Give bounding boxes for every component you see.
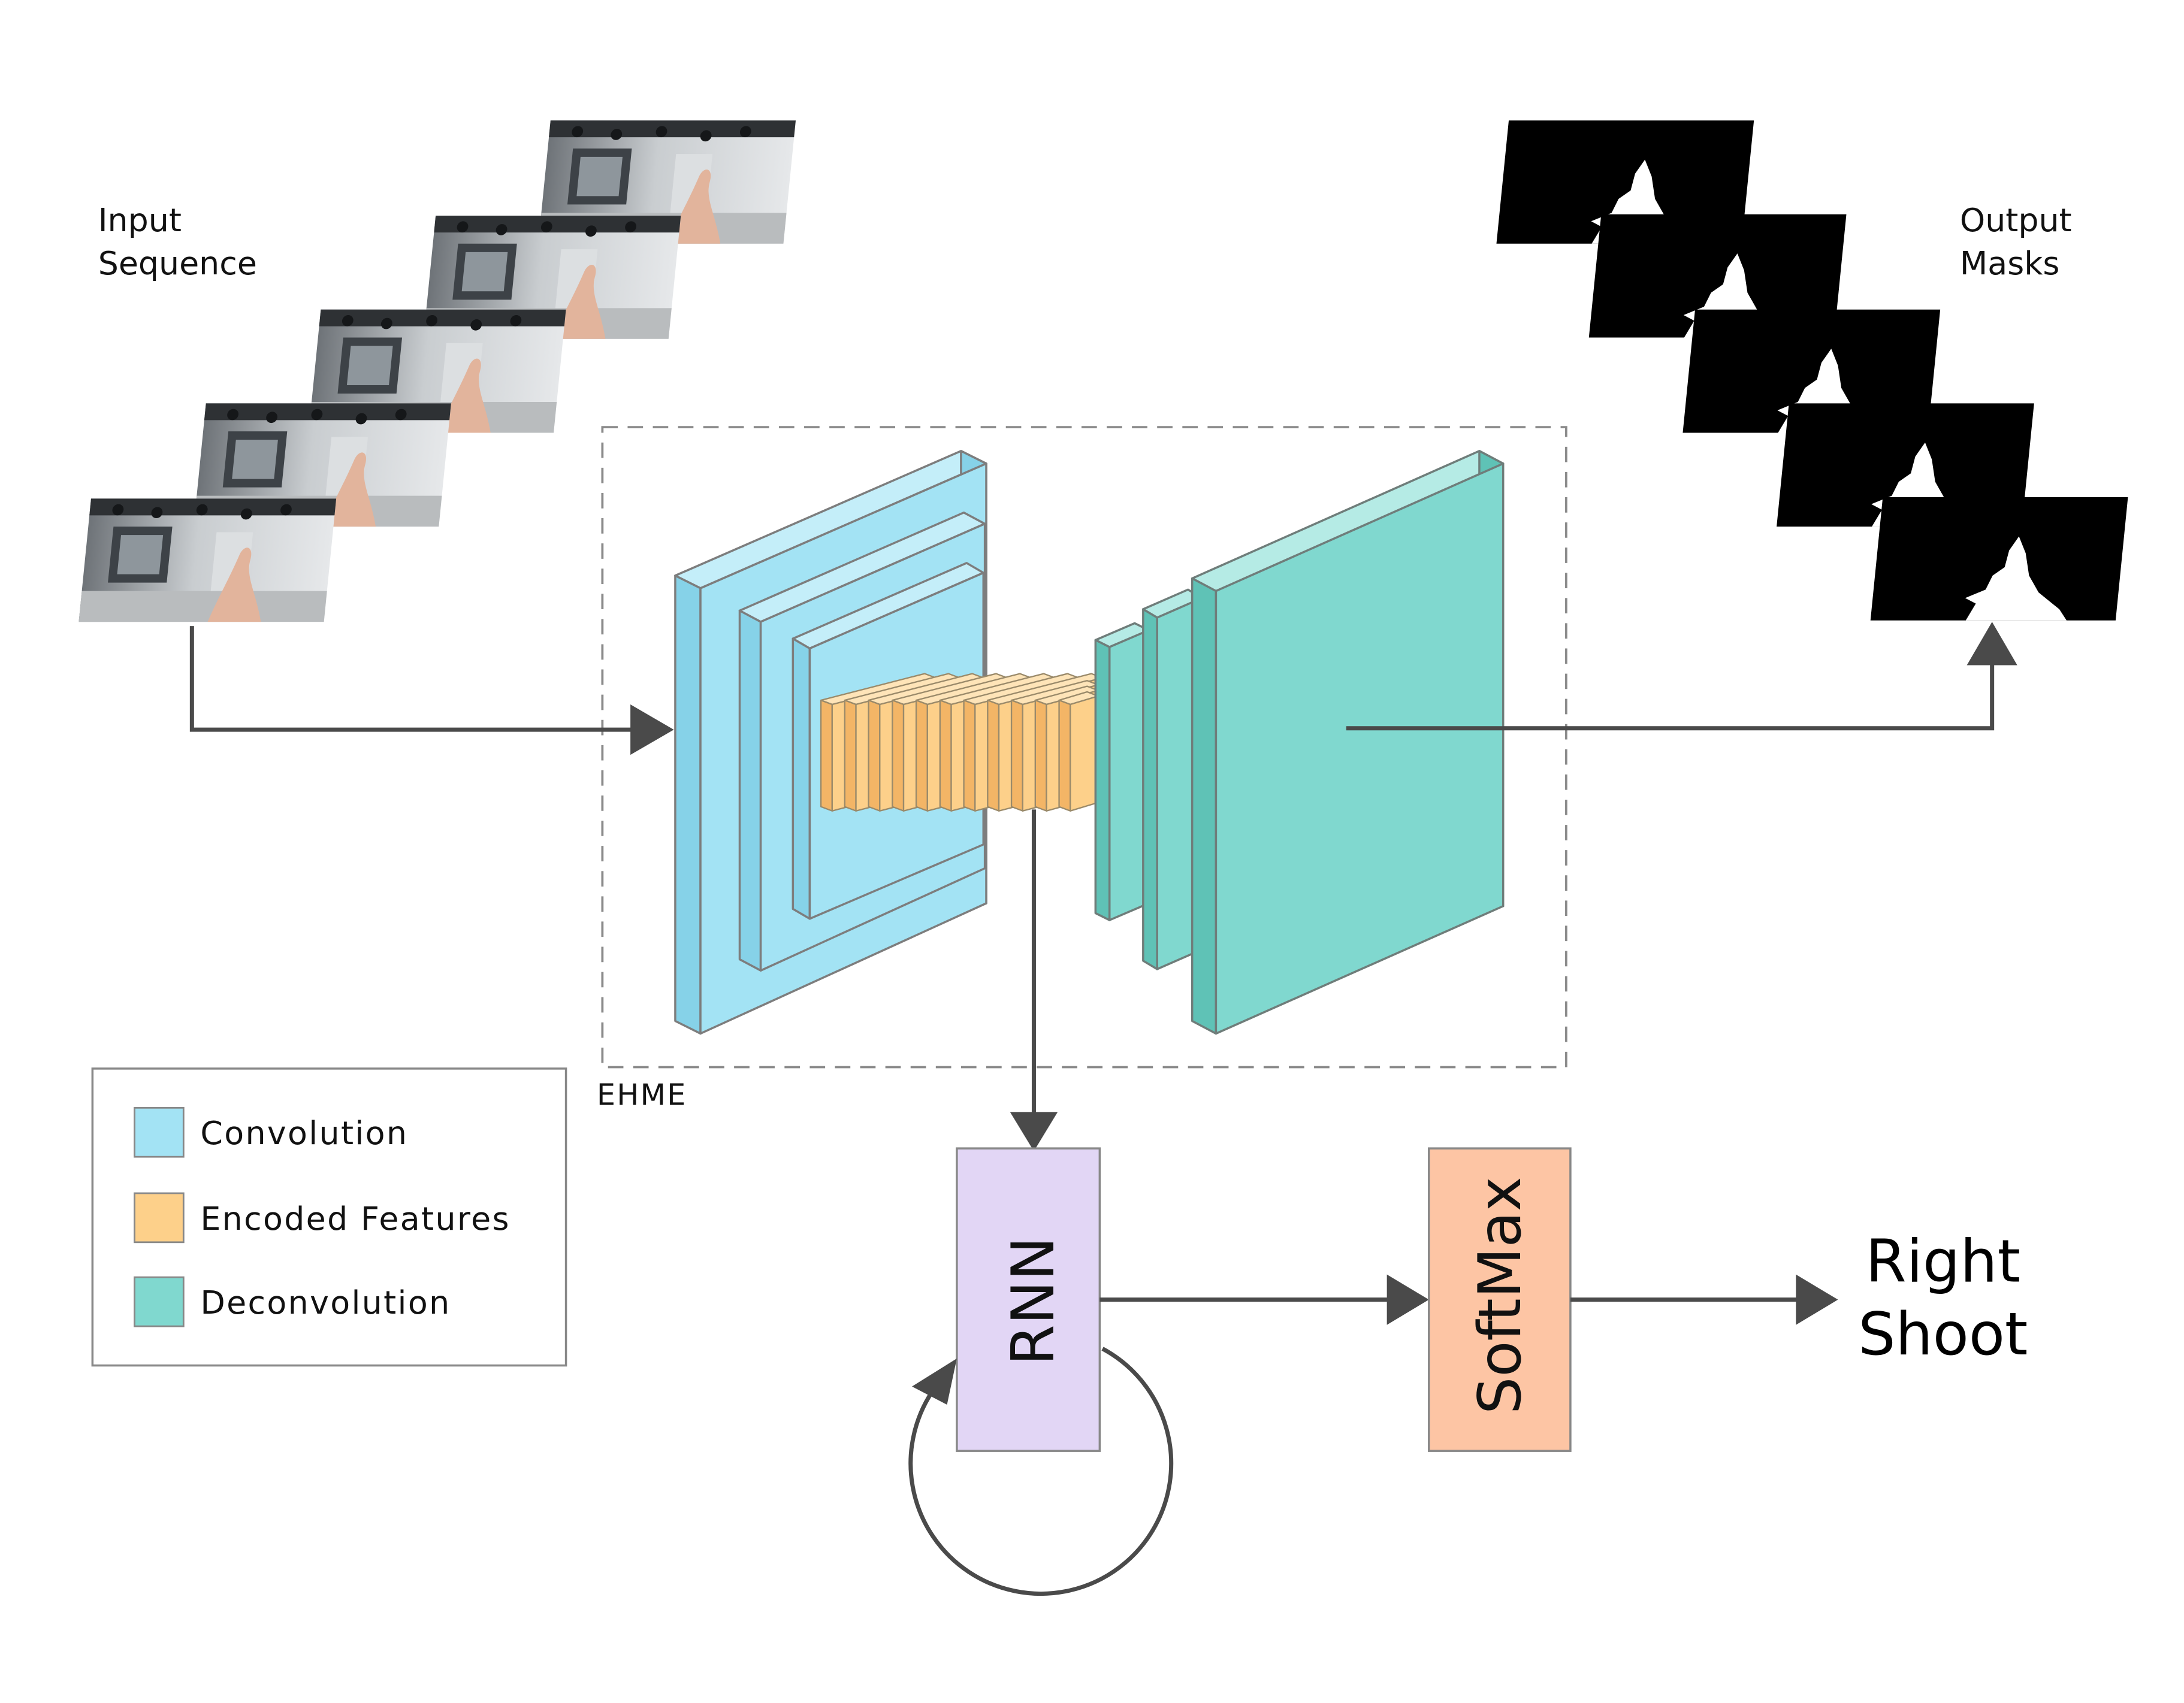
input-label-line2: Sequence bbox=[98, 244, 257, 282]
input-frames bbox=[78, 120, 796, 622]
legend-swatch-convolution bbox=[134, 1106, 185, 1158]
output-mask-5 bbox=[1870, 497, 2128, 621]
output-arrow-line bbox=[1346, 661, 1995, 731]
output-label-line2: Masks bbox=[1960, 244, 2060, 282]
legend-swatch-encoded-features bbox=[134, 1192, 185, 1244]
input-arrowhead bbox=[630, 704, 674, 755]
rnn-label: RNN bbox=[999, 1236, 1068, 1365]
prediction-line2: Shoot bbox=[1858, 1300, 2028, 1369]
output-masks bbox=[1496, 120, 2128, 621]
rnn-block bbox=[956, 1147, 1101, 1452]
features-to-rnn-arrowhead bbox=[1010, 1112, 1058, 1151]
input-frame-5 bbox=[78, 498, 337, 622]
legend-label-deconvolution: Deconvolution bbox=[200, 1284, 451, 1321]
ehme-boundary bbox=[601, 426, 1567, 1069]
softmax-label: SoftMax bbox=[1466, 1176, 1534, 1414]
encoded-features bbox=[820, 673, 1104, 812]
rnn-recurrent-loop bbox=[908, 1347, 1174, 1596]
deconvolution-layer-3 bbox=[1191, 450, 1505, 1035]
deconvolution-layer-2 bbox=[1142, 588, 1203, 970]
legend: Convolution Encoded Features Deconvoluti… bbox=[91, 1067, 567, 1367]
softmax-block bbox=[1428, 1147, 1572, 1452]
input-arrow-line bbox=[189, 626, 638, 732]
rnn-to-softmax-arrowhead bbox=[1386, 1274, 1429, 1325]
rnn-recurrent-arrowhead bbox=[912, 1358, 957, 1405]
output-arrowhead bbox=[1966, 622, 2017, 666]
legend-swatch-deconvolution bbox=[134, 1276, 185, 1327]
legend-label-convolution: Convolution bbox=[200, 1114, 408, 1152]
output-label-line1: Output bbox=[1960, 201, 2072, 239]
encoded-slice bbox=[1058, 691, 1099, 812]
ehme-label: EHME bbox=[597, 1078, 687, 1112]
softmax-to-prediction-arrowhead bbox=[1796, 1274, 1838, 1325]
input-label-line1: Input bbox=[98, 201, 182, 239]
deconvolution-layer-1 bbox=[1094, 622, 1150, 921]
legend-label-encoded-features: Encoded Features bbox=[200, 1200, 510, 1238]
prediction-line1: Right bbox=[1866, 1227, 2021, 1296]
